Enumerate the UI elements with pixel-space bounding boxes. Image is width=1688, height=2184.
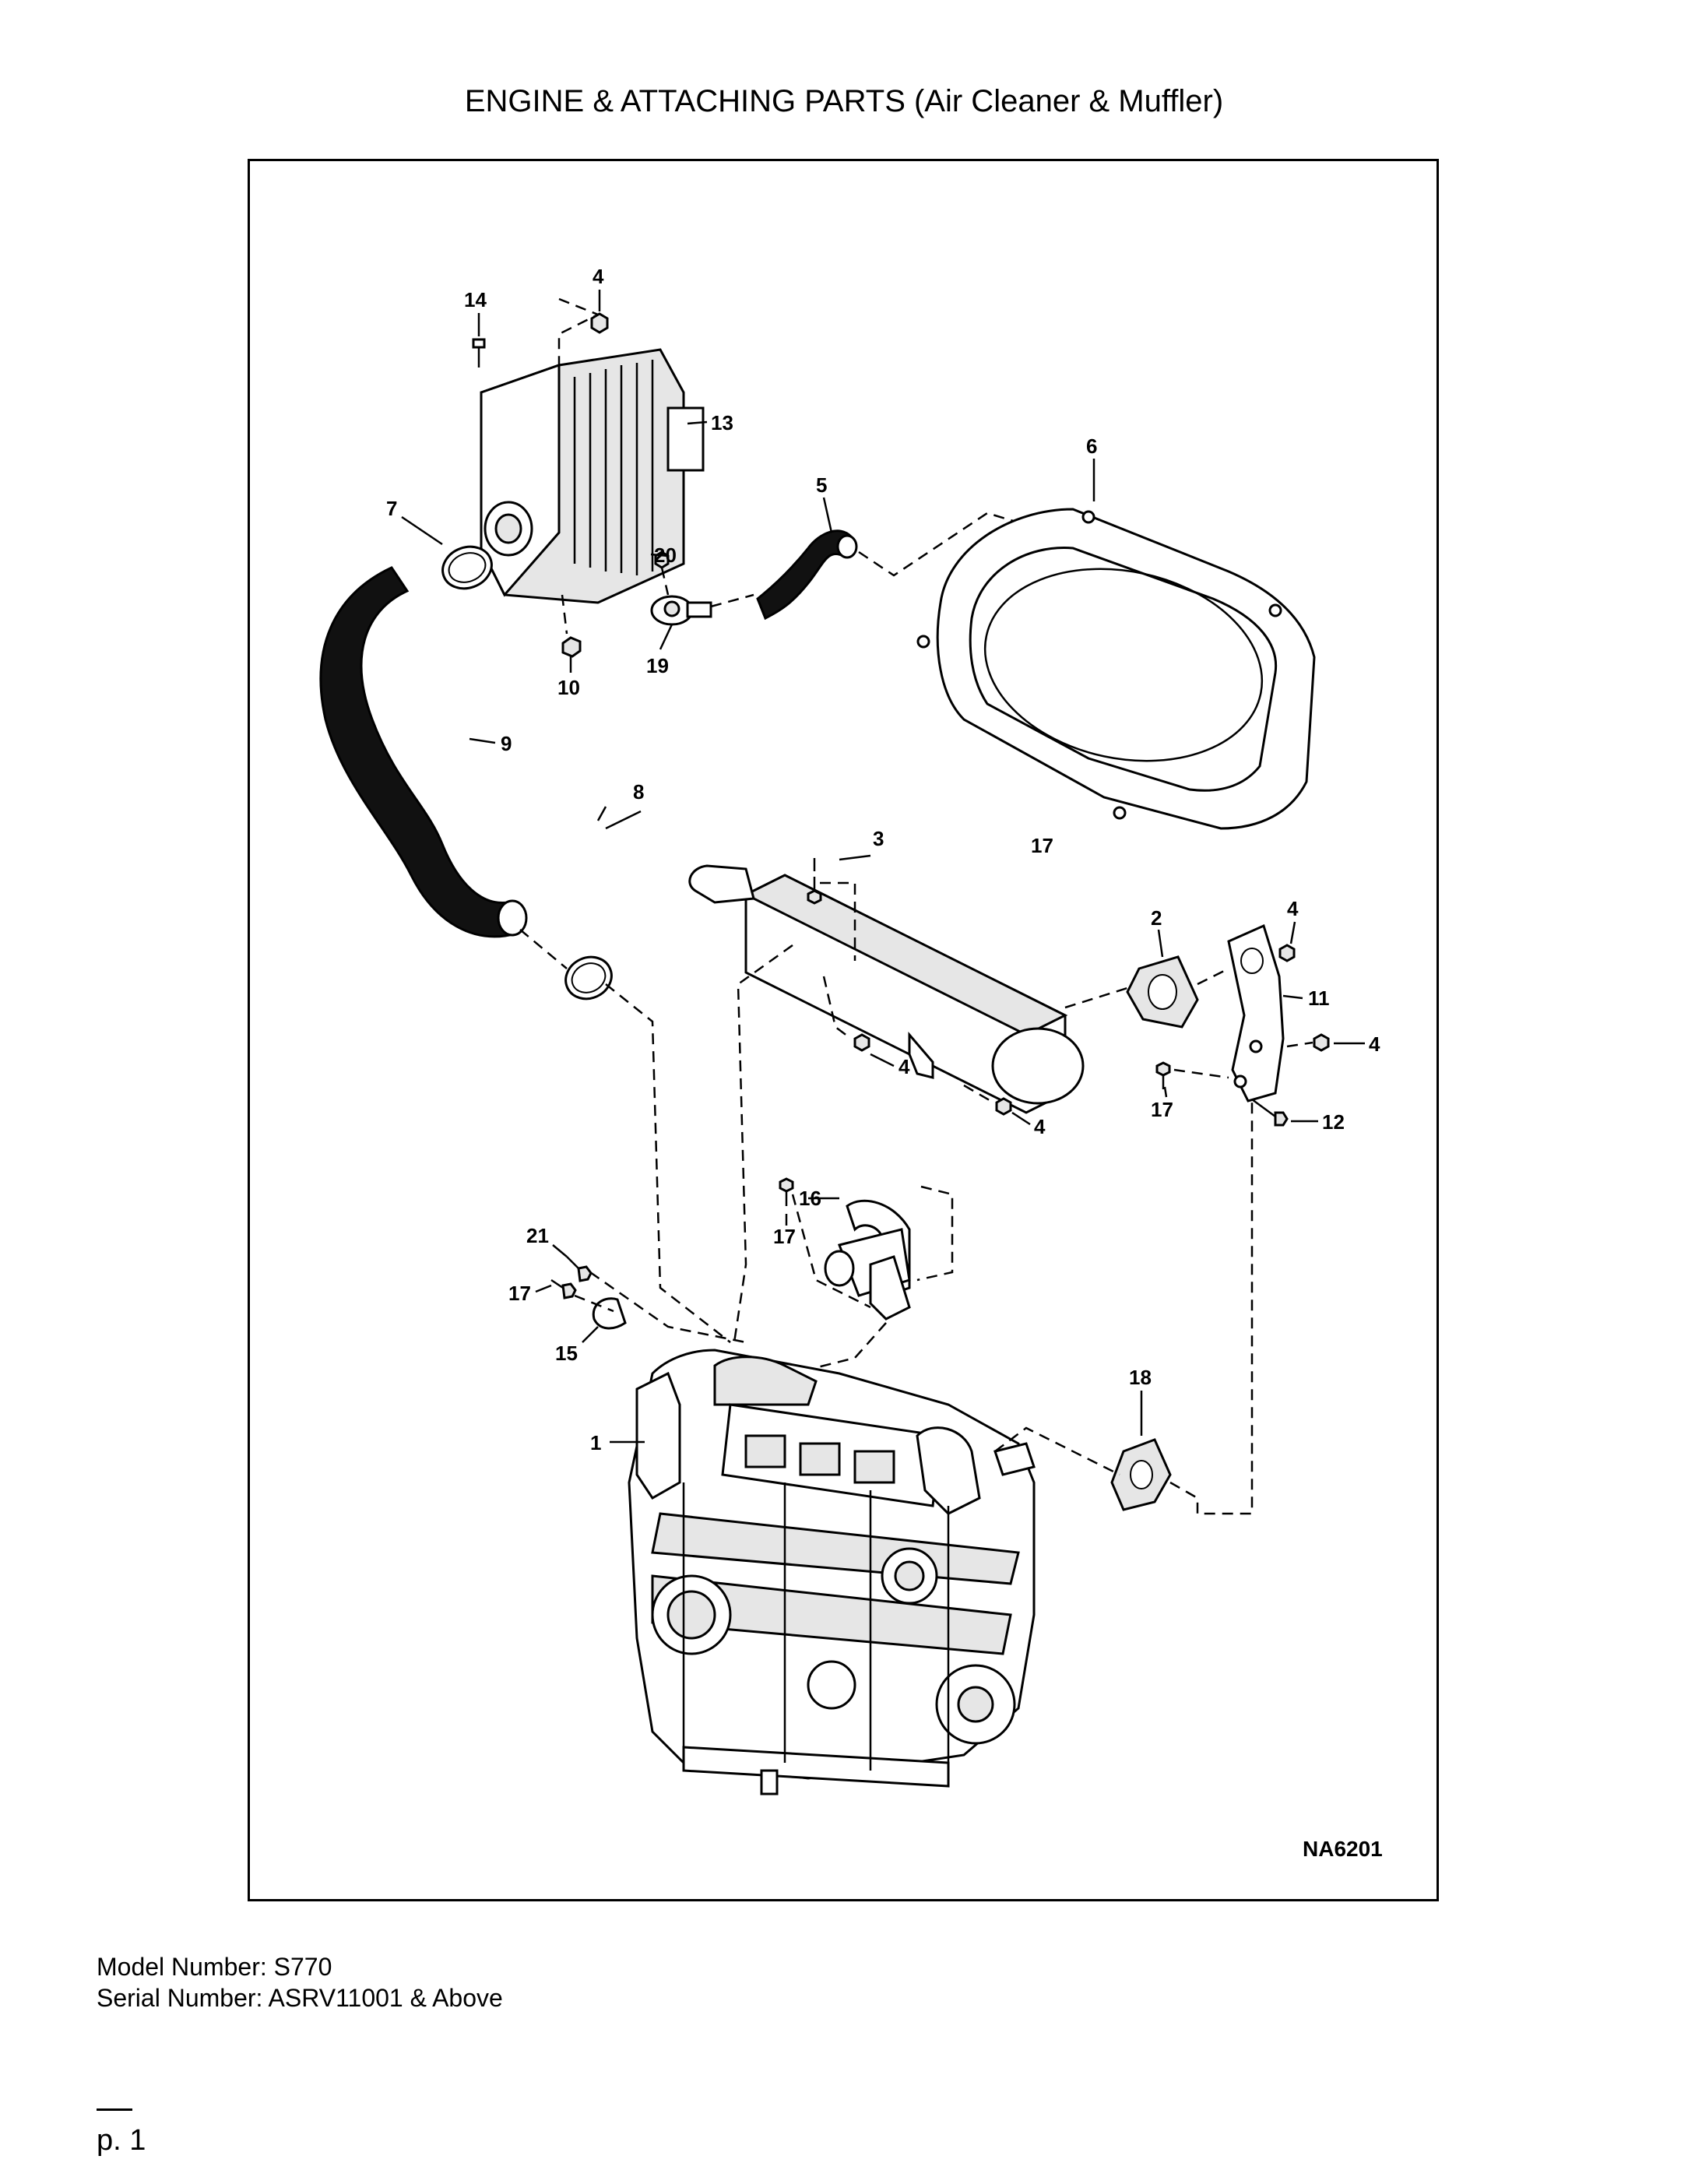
nut-10 [561,636,582,658]
callout-18: 18 [1129,1366,1152,1389]
fitting-19 [650,595,712,626]
exploded-parts-diagram: 14 4 13 6 5 7 20 19 10 9 8 3 17 2 4 11 4… [319,265,1383,1861]
callout-2: 2 [1151,906,1162,930]
callout-13: 13 [711,411,733,434]
nut-4-bracket-right [1313,1033,1330,1052]
gasket-2 [1126,955,1199,1029]
callout-6: 6 [1086,434,1097,458]
callout-4-top: 4 [593,265,604,288]
bolt-21 [566,1256,593,1282]
callout-4-muffler-left: 4 [899,1055,910,1078]
callout-12: 12 [1322,1110,1345,1134]
hose-5 [756,529,858,621]
muffler-3 [688,864,1085,1114]
model-number: Model Number: S770 [97,1953,332,1981]
bolt-17-bracket [1155,1061,1171,1089]
callout-17-pipe: 17 [773,1225,796,1248]
callout-4-bracket-right: 4 [1369,1032,1380,1056]
callout-21: 21 [526,1224,549,1247]
callout-17-bracket: 17 [1151,1098,1173,1121]
callout-9: 9 [501,732,512,755]
figure-id: NA6201 [1303,1837,1383,1861]
bolt-14 [472,338,486,368]
callout-20: 20 [654,543,677,567]
clamp-15 [592,1297,627,1330]
nut-4-top [590,312,609,334]
callout-10: 10 [557,676,580,699]
callout-7: 7 [386,497,397,520]
callout-14: 14 [464,288,487,311]
bolt-12 [1251,1098,1289,1127]
gasket-18 [1110,1438,1172,1511]
nut-4-bracket-top [1278,944,1296,962]
callout-17-muffler: 17 [1031,834,1053,857]
nut-4-muffler-left [853,1033,870,1052]
engine-1 [628,1349,1036,1795]
radiator-shroud-6 [916,508,1316,830]
callout-17-left: 17 [508,1282,531,1305]
bolt-17-left [550,1278,577,1299]
callout-4-bracket-top: 4 [1287,897,1299,920]
exhaust-pipe-16 [824,1199,911,1321]
callout-4-muffler-right: 4 [1034,1115,1046,1138]
page-title: ENGINE & ATTACHING PARTS (Air Cleaner & … [464,84,1224,118]
intake-hose-9 [319,566,528,938]
air-cleaner-housing [480,348,705,604]
bolt-17-muffler [807,877,822,905]
callout-5: 5 [816,473,827,497]
page-number: p. 1 [97,2124,146,2157]
nut-4-muffler-right [995,1097,1012,1116]
page-mark [97,2108,132,2111]
callout-11: 11 [1308,986,1330,1010]
hose-clamp-8 [564,955,613,1001]
callout-8: 8 [633,780,644,804]
bolt-17-pipe [779,1177,794,1206]
callout-3: 3 [873,827,884,850]
callout-19: 19 [646,654,669,677]
diagram-frame [248,159,1439,1901]
bracket-11 [1227,923,1285,1103]
callout-15: 15 [555,1342,578,1365]
callout-1: 1 [590,1431,601,1454]
callout-16: 16 [799,1187,821,1210]
serial-number: Serial Number: ASRV11001 & Above [97,1984,503,2012]
hose-clamp-7 [441,545,493,590]
